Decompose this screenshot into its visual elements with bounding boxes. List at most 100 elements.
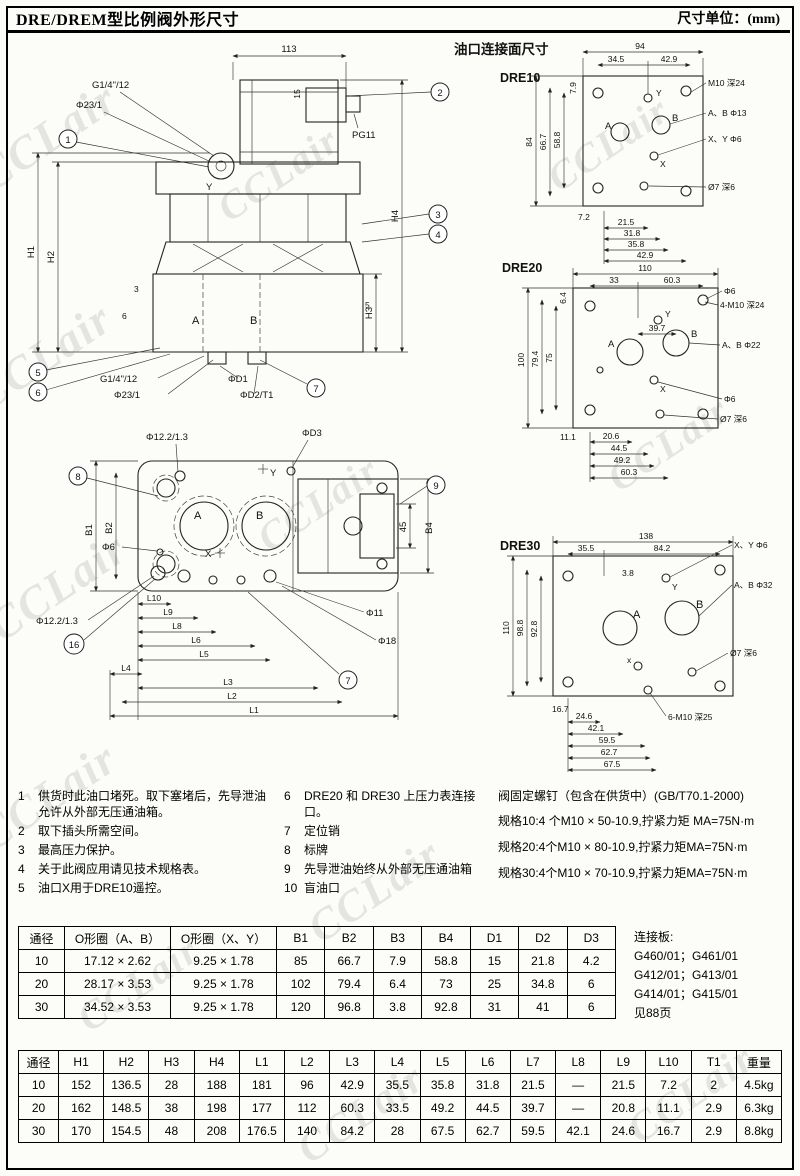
dre10-face	[582, 75, 704, 207]
port-y-label: Y	[206, 182, 213, 193]
dre10-dim-42-9b: 42.9	[637, 250, 654, 260]
port-b-label: B	[250, 315, 257, 327]
table-row: 30 34.52 × 3.53 9.25 × 1.78 120 96.8 3.8…	[18, 995, 617, 1019]
unit-label: 尺寸单位：(mm)	[677, 12, 780, 27]
note-item: 6 DRE20 和 DRE30 上压力表连接口。	[284, 788, 492, 820]
callout-2: 2	[437, 88, 442, 99]
dre20-face	[572, 287, 719, 429]
cell: 34.52 × 3.53	[64, 995, 171, 1019]
dim-113: 113	[281, 44, 296, 55]
callout-5-circle	[28, 362, 48, 382]
screw-spec-line: 规格20:4个M10 × 80-10.9,拧紧力矩MA=75N·m	[498, 840, 748, 854]
cell: 49.2	[419, 1096, 466, 1120]
note-text: 油口X用于DRE10遥控。	[38, 881, 169, 895]
cell: 60.3	[329, 1096, 376, 1120]
callout-5: 5	[35, 368, 40, 379]
dre20-dim-39-7: 39.7	[649, 323, 666, 333]
cell: 21.5	[509, 1073, 557, 1097]
cable-gland	[345, 95, 361, 113]
header-cell: L10	[645, 1050, 692, 1074]
connection-line: G414/01；G415/01	[634, 987, 739, 1001]
dre30-dim-35-5: 35.5	[578, 543, 595, 553]
cell: 10	[18, 1073, 59, 1097]
table-row: 20 28.17 × 3.53 9.25 × 1.78 102 79.4 6.4…	[18, 972, 617, 996]
screws-info: 阀固定螺钉（包含在供货中）(GB/T70.1-2000) 规格10:4 个M10…	[498, 788, 786, 891]
header-cell: B4	[421, 926, 471, 950]
table-header-row: 通径 O形圈（A、B） O形圈（X、Y） B1 B2 B3 B4 D1 D2 D…	[18, 926, 617, 950]
note-number: 3	[18, 843, 25, 857]
dre10-m10-label: M10 深24	[708, 78, 745, 88]
cell: 21.5	[600, 1073, 647, 1097]
cell: 20	[18, 1096, 59, 1120]
note-text: 最高压力保护。	[38, 843, 123, 857]
phid3-label: ΦD3	[302, 428, 322, 439]
header-cell: H2	[103, 1050, 150, 1074]
cell: 120	[275, 995, 326, 1019]
callout-8: 8	[75, 472, 80, 483]
callout-4-circle	[428, 224, 448, 244]
header-cell: B1	[275, 926, 326, 950]
header-cell: 通径	[18, 1050, 59, 1074]
cell: 67.5	[419, 1119, 466, 1143]
cell: 112	[283, 1096, 331, 1120]
header-cell: L2	[283, 1050, 331, 1074]
cell: 6	[566, 972, 617, 996]
callout-2-circle	[430, 82, 450, 102]
phid1-label: ΦD1	[228, 374, 248, 385]
note-text: 标牌	[304, 843, 329, 857]
dim-5: 5	[365, 300, 370, 310]
cell: 3.8	[372, 995, 423, 1019]
dre10-b: B	[672, 113, 678, 124]
cell: 35.5	[374, 1073, 421, 1097]
cell: 10	[18, 949, 65, 973]
cell: 28	[374, 1119, 421, 1143]
dre10-x: X	[660, 159, 666, 169]
cell: 42.9	[329, 1073, 376, 1097]
cell: 66.7	[324, 949, 374, 973]
dim-l6: L6	[191, 635, 201, 645]
dre20-dim-60-3t: 60.3	[664, 275, 681, 285]
dre10-port-face: DRE10 Y A B X 94 34.5 42.9 7.9 84 6	[500, 41, 747, 264]
dre10-dim-7-9: 7.9	[568, 82, 578, 94]
cell: 35.8	[419, 1073, 466, 1097]
note-number: 6	[284, 789, 291, 803]
callout-8-circle	[68, 466, 88, 486]
callout-3: 3	[435, 210, 440, 221]
cell: 152	[57, 1073, 105, 1097]
header-cell: L7	[509, 1050, 557, 1074]
cell: 2.9	[690, 1096, 737, 1120]
mounting-flange	[155, 241, 361, 275]
oring-dimension-table: 通径 O形圈（A、B） O形圈（X、Y） B1 B2 B3 B4 D1 D2 D…	[18, 926, 617, 1019]
port-b-label-plan: B	[256, 510, 263, 522]
cell: 162	[57, 1096, 105, 1120]
cell: 4.2	[566, 949, 617, 973]
dim-l8: L8	[172, 621, 182, 631]
cell: 8.8kg	[735, 1119, 783, 1143]
callout-4: 4	[435, 230, 440, 241]
cell: 62.7	[464, 1119, 511, 1143]
cell: 41	[518, 995, 568, 1019]
note-text: DRE20 和 DRE30 上压力表连接口。	[304, 789, 476, 819]
dre30-dim-110: 110	[501, 621, 511, 635]
cell: 96	[283, 1073, 331, 1097]
dre20-phi6-top-label: Φ6	[724, 286, 736, 296]
table-row: 20 162 148.5 38 198 177 112 60.3 33.5 49…	[18, 1096, 783, 1120]
valve-mid-section	[169, 193, 347, 243]
dre30-dim-92-8: 92.8	[529, 620, 539, 637]
note-number: 8	[284, 843, 291, 857]
dim-b4: B4	[424, 522, 435, 534]
dre30-dim-16-7: 16.7	[552, 704, 569, 714]
cell: 4.5kg	[735, 1073, 783, 1097]
connection-line: 连接板:	[634, 930, 674, 944]
cell: 16.7	[645, 1119, 692, 1143]
cell: 38	[148, 1096, 195, 1120]
dim-l2: L2	[227, 691, 237, 701]
cell: 6.4	[372, 972, 423, 996]
port-a-label-plan: A	[194, 510, 202, 522]
cell: 9.25 × 1.78	[170, 972, 277, 996]
cell: —	[555, 1096, 602, 1120]
cell: 177	[238, 1096, 285, 1120]
dre10-y: Y	[656, 88, 662, 98]
